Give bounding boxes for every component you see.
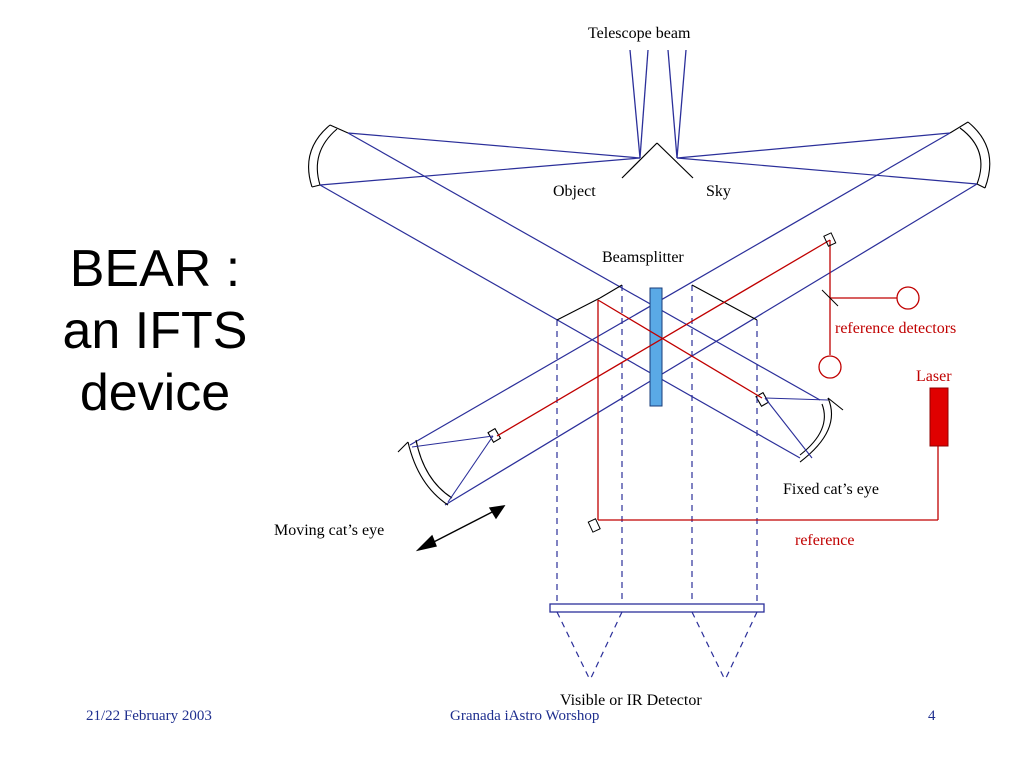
label-moving-cats-eye: Moving cat’s eye bbox=[274, 522, 384, 539]
pickoff-mirror bbox=[621, 142, 694, 179]
footer-event: Granada iAstro Worshop bbox=[450, 708, 600, 724]
label-fixed-cats-eye: Fixed cat’s eye bbox=[783, 481, 879, 498]
label-object: Object bbox=[553, 183, 596, 200]
title-line-1: BEAR : bbox=[69, 240, 241, 298]
reference-detector-upper bbox=[896, 286, 920, 310]
slide-title: BEAR : an IFTS device bbox=[20, 238, 290, 424]
reference-detector-lower bbox=[818, 355, 842, 379]
moving-cats-eye bbox=[397, 427, 502, 506]
footer-page-number: 4 bbox=[928, 708, 936, 724]
telescope-beam-rays bbox=[629, 49, 687, 159]
label-telescope-beam: Telescope beam bbox=[588, 25, 691, 42]
label-sky: Sky bbox=[706, 183, 731, 200]
title-line-2: an IFTS bbox=[62, 302, 248, 360]
detector-window bbox=[549, 603, 765, 613]
title-line-3: device bbox=[79, 364, 231, 422]
footer-date: 21/22 February 2003 bbox=[86, 708, 212, 724]
right-collimator-mirror bbox=[949, 121, 991, 189]
moving-cats-eye-rays bbox=[411, 435, 494, 503]
left-collimator-mirror bbox=[308, 124, 349, 188]
laser-reference-path bbox=[496, 239, 939, 521]
beamsplitter bbox=[649, 287, 663, 407]
reference-mirrors bbox=[587, 232, 839, 533]
collimator-beams bbox=[319, 132, 978, 506]
laser-source bbox=[929, 387, 949, 447]
label-reference: reference bbox=[795, 532, 855, 549]
fixed-cats-eye-rays bbox=[764, 397, 829, 459]
translation-arrow bbox=[415, 505, 506, 552]
label-beamsplitter: Beamsplitter bbox=[602, 249, 684, 266]
label-detector: Visible or IR Detector bbox=[560, 692, 702, 709]
label-laser: Laser bbox=[916, 368, 952, 385]
output-beams bbox=[556, 285, 758, 681]
label-reference-detectors: reference detectors bbox=[835, 320, 956, 337]
